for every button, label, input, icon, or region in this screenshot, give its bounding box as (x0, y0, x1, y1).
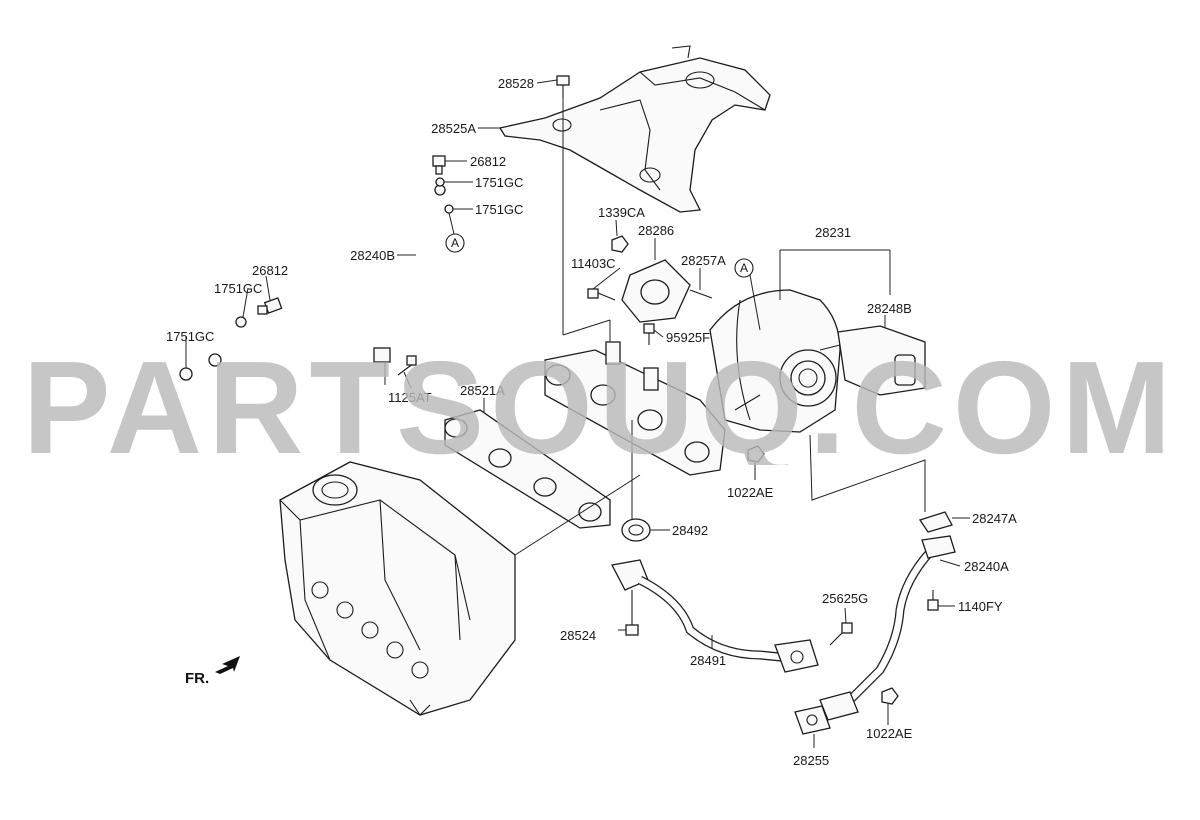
heat-shield-drawing[interactable] (498, 45, 771, 213)
svg-text:A: A (740, 261, 748, 275)
callout-1022AE-lower[interactable]: 1022AE (866, 726, 913, 741)
actuator-28248B-drawing[interactable] (819, 325, 926, 396)
bolt-28524-drawing[interactable] (625, 590, 639, 636)
gasket-washers-top[interactable] (435, 177, 454, 214)
callout-28528[interactable]: 28528 (498, 76, 534, 91)
callout-28286[interactable]: 28286 (638, 223, 674, 238)
bolt-28528-drawing[interactable] (556, 75, 570, 98)
callout-11403C[interactable]: 11403C (571, 256, 616, 271)
callout-28247A[interactable]: 28247A (972, 511, 1017, 526)
callout-1339CA[interactable]: 1339CA (598, 205, 645, 220)
watermark-text: PARTSOUQ.COM (23, 345, 1178, 465)
callout-28255[interactable]: 28255 (793, 753, 829, 768)
nut-1022AE-upper-drawing[interactable] (747, 445, 765, 463)
callout-1751GC-top-2[interactable]: 1751GC (475, 202, 523, 217)
leader-lines (185, 79, 970, 748)
nut-1022AE-lower-drawing[interactable] (881, 687, 899, 705)
callout-95925F[interactable]: 95925F (666, 330, 710, 345)
bolt-25625G-drawing[interactable] (829, 622, 853, 646)
callout-1751GC-top-1[interactable]: 1751GC (475, 175, 523, 190)
gasket-28492-drawing[interactable] (621, 518, 651, 542)
nut-1339CA-drawing[interactable] (611, 235, 629, 253)
callout-28257A[interactable]: 28257A (681, 253, 726, 268)
callout-28492[interactable]: 28492 (672, 523, 708, 538)
gasket-washers-left[interactable] (179, 316, 247, 381)
svg-text:A: A (451, 236, 459, 250)
oil-return-pipe-drawing[interactable] (611, 559, 819, 673)
stud-95925F-drawing[interactable] (643, 323, 655, 345)
gasket-28286-drawing[interactable] (621, 259, 691, 323)
callout-26812-top[interactable]: 26812 (470, 154, 506, 169)
cylinder-head-drawing[interactable] (279, 461, 516, 716)
stud-28257A-drawing[interactable] (689, 289, 713, 299)
callout-25625G[interactable]: 25625G (822, 591, 868, 606)
callout-28240B[interactable]: 28240B (350, 248, 395, 263)
front-orientation-marker: FR. (185, 656, 240, 687)
callout-28521A[interactable]: 28521A (460, 383, 505, 398)
bolt-1140FY-drawing[interactable] (927, 590, 939, 611)
manifold-gasket-drawing[interactable] (444, 409, 611, 529)
exhaust-manifold-drawing[interactable] (544, 341, 726, 476)
callout-1751GC-left-2[interactable]: 1751GC (166, 329, 214, 344)
front-arrow-icon (215, 656, 240, 674)
oil-feed-pipe-drawing[interactable] (208, 184, 446, 367)
callout-28491[interactable]: 28491 (690, 653, 726, 668)
gasket-28247A-drawing[interactable] (918, 511, 953, 533)
banjo-bolt-26812-left[interactable] (257, 297, 283, 315)
callout-28524[interactable]: 28524 (560, 628, 596, 643)
watermark: PARTSOUQ.COM (23, 345, 1178, 465)
callout-28231[interactable]: 28231 (815, 225, 851, 240)
part-callouts: 28528 28525A 26812 1751GC 1751GC 28240B … (166, 76, 1017, 768)
banjo-bolt-26812-top[interactable] (432, 155, 446, 175)
callout-26812-left[interactable]: 26812 (252, 263, 288, 278)
reference-marker-a-turbo: A (734, 258, 754, 278)
reference-marker-a-pipe: A (445, 233, 465, 253)
callout-1022AE-upper[interactable]: 1022AE (727, 485, 774, 500)
pipe-28240A-drawing[interactable] (819, 535, 956, 721)
callout-1125AT[interactable]: 1125AT (388, 390, 432, 405)
callout-28240A[interactable]: 28240A (964, 559, 1009, 574)
bolt-1125AT-drawing[interactable] (397, 355, 417, 376)
callout-1751GC-left-1[interactable]: 1751GC (214, 281, 262, 296)
gasket-28255-drawing[interactable] (794, 705, 831, 735)
front-label: FR. (185, 670, 209, 687)
bolt-11403C-drawing[interactable] (587, 288, 616, 301)
turbocharger-drawing[interactable] (709, 289, 841, 433)
callout-28525A[interactable]: 28525A (431, 121, 476, 136)
callout-28248B[interactable]: 28248B (867, 301, 912, 316)
callout-1140FY[interactable]: 1140FY (958, 599, 1003, 614)
